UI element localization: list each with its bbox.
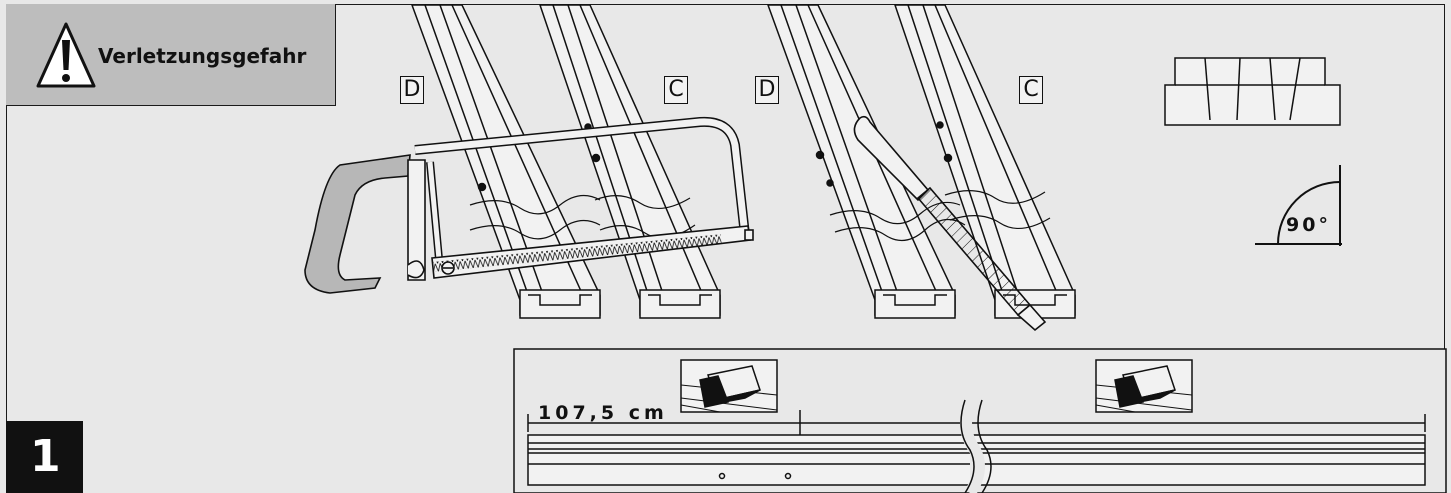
step-number: 1 [6, 421, 83, 493]
rail-cut-panel [513, 348, 1447, 493]
rail-cut-pictogram-right [1095, 359, 1193, 413]
miter-box-icon [1164, 57, 1341, 126]
page-frame [6, 4, 1445, 492]
part-label-c-right: C [1019, 76, 1043, 104]
part-label-d-right: D [755, 76, 779, 104]
hacksaw-icon [304, 116, 754, 294]
warning-box: Verletzungsgefahr [6, 4, 336, 106]
warning-triangle-icon [36, 22, 96, 88]
angle-label: 90° [1286, 214, 1331, 236]
rail-cut-pictogram-left [680, 359, 778, 413]
cut-length-label: 107,5 cm [538, 402, 668, 424]
file-icon [853, 115, 1047, 332]
rail-d-right [766, 4, 956, 319]
right-angle-icon [1255, 165, 1342, 246]
warning-label: Verletzungsgefahr [98, 44, 307, 68]
part-label-c-left: C [664, 76, 688, 104]
part-label-d-left: D [400, 76, 424, 104]
rail-d-left [410, 4, 601, 319]
